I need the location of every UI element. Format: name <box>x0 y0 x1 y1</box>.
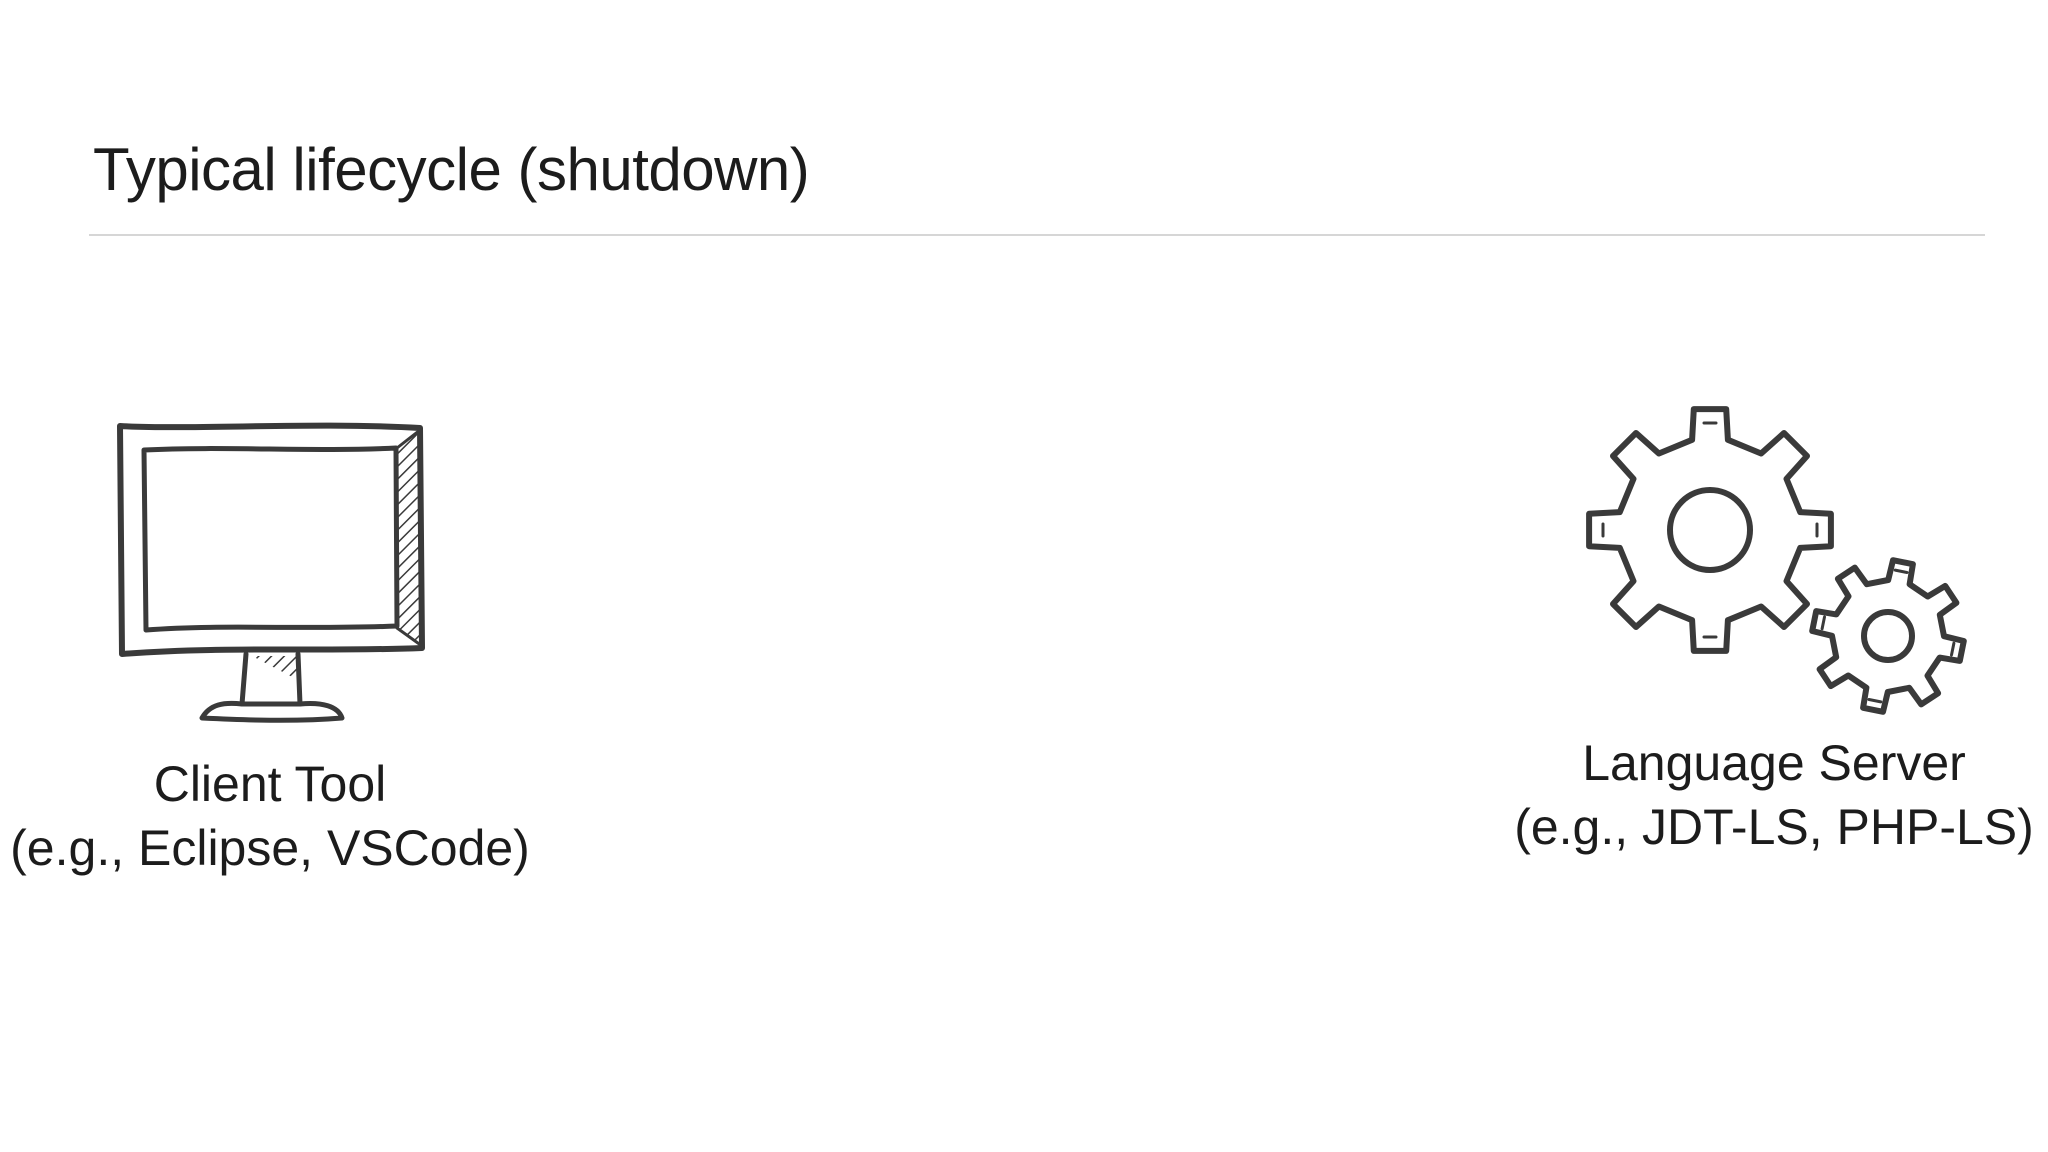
language-server-examples: (e.g., JDT-LS, PHP-LS) <box>1514 799 2034 855</box>
client-tool-name: Client Tool <box>153 756 387 812</box>
slide-title: Typical lifecycle (shutdown) <box>93 136 810 203</box>
monitor-icon <box>117 422 425 723</box>
language-server-name: Language Server <box>1582 735 1966 791</box>
client-tool-label: Client Tool (e.g., Eclipse, VSCode) <box>0 752 540 880</box>
language-server-label: Language Server (e.g., JDT-LS, PHP-LS) <box>1500 731 2048 859</box>
title-divider <box>89 234 1985 236</box>
gears-icon <box>1586 406 1967 715</box>
client-tool-examples: (e.g., Eclipse, VSCode) <box>10 820 530 876</box>
